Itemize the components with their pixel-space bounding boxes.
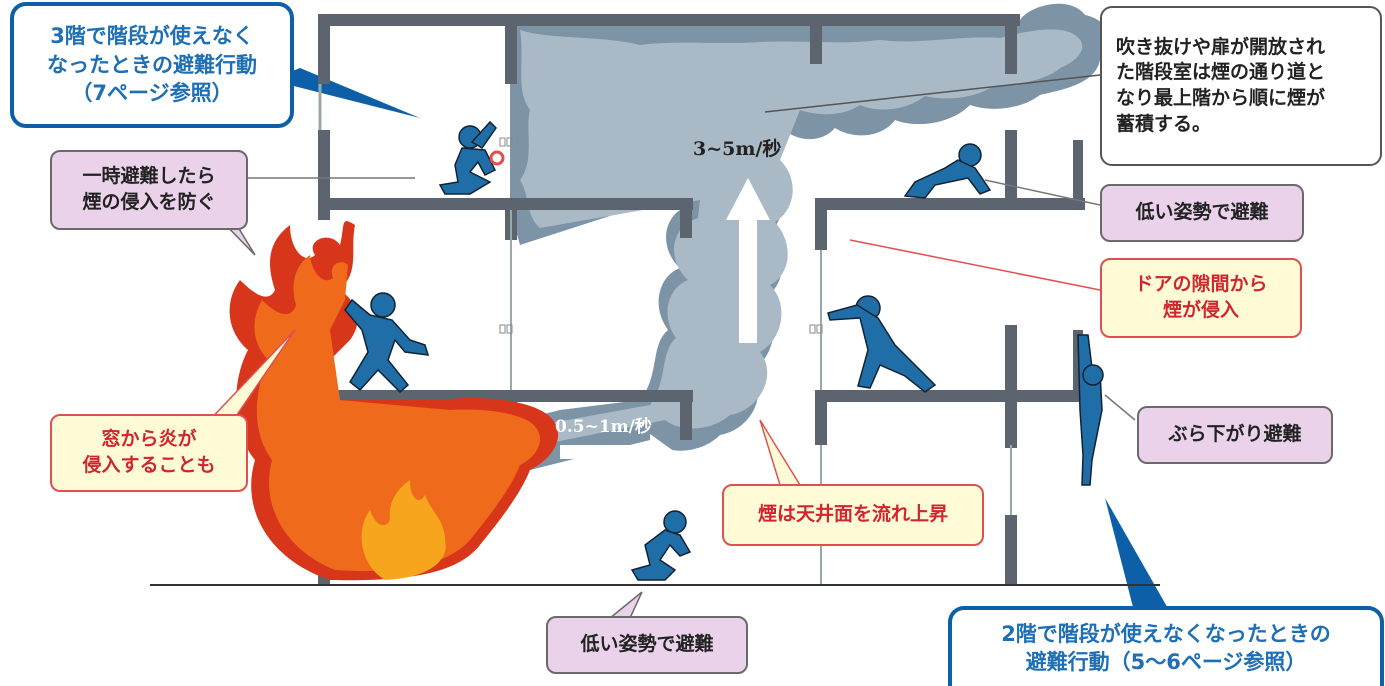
figure-crouching-ground — [630, 510, 692, 581]
callout-line: 2階で階段が使えなくなったときの — [1001, 621, 1331, 646]
open-stairwell-callout: 吹き抜けや扉が開放され た階段室は煙の通り道と なり最上階から順に煙が 蓄積する… — [1100, 6, 1382, 166]
callout-line: なったときの避難行動 — [47, 52, 257, 77]
callout-line: た階段室は煙の通り道と — [1116, 61, 1326, 84]
smoke-flow-arrow — [560, 434, 675, 470]
floor3-evacuation-callout: 3階で階段が使えなく なったときの避難行動 （7ページ参照） — [10, 2, 294, 128]
door-knob — [489, 150, 505, 166]
callout-text: ぶら下がり避難 — [1168, 423, 1302, 446]
callout-line: なり最上階から順に煙が — [1116, 87, 1326, 109]
vertical-speed-label: 3~5m/秒 — [693, 137, 781, 160]
callout-line: 蓄積する。 — [1116, 112, 1212, 135]
callout-text: 低い姿勢で避難 — [1135, 201, 1269, 224]
temporary-evacuation-callout: 一時避難したら 煙の侵入を防ぐ — [50, 150, 248, 230]
door-hinges — [499, 137, 823, 334]
callout-line: 窓から炎が — [101, 428, 197, 451]
window-fire-callout: 窓から炎が 侵入することも — [50, 414, 248, 492]
callout-line: 煙が侵入 — [1162, 299, 1239, 321]
figure-crawling-upper — [903, 143, 992, 199]
smoke-flow-arrows — [560, 178, 770, 470]
floor2-evacuation-callout: 2階で階段が使えなくなったときの 避難行動（5～6ページ参照） — [948, 606, 1384, 686]
low-posture-ground-callout: 低い姿勢で避難 — [546, 616, 748, 674]
figure-hanging — [1077, 334, 1104, 486]
callout-line: 一時避難したら — [82, 165, 216, 188]
evacuee-figures — [344, 120, 1104, 581]
callout-text: 低い姿勢で避難 — [580, 633, 714, 656]
horizontal-speed-label: 0.5~1m/秒 — [555, 416, 652, 437]
door-gap-smoke-callout: ドアの隙間から 煙が侵入 — [1100, 258, 1302, 338]
figure-fleeing-fire — [344, 292, 430, 394]
callout-text: 煙は天井面を流れ上昇 — [757, 503, 948, 526]
pointer-floor3 — [270, 68, 420, 118]
smoke-ceiling-callout: 煙は天井面を流れ上昇 — [722, 484, 984, 546]
callout-line: 侵入することも — [82, 454, 216, 476]
figure-pushing-door — [827, 295, 937, 393]
callout-line: 避難行動（5～6ページ参照） — [1025, 650, 1307, 674]
fire-flames — [229, 221, 559, 581]
figure-kneeling-door — [438, 120, 497, 195]
callout-line: （7ページ参照） — [71, 81, 233, 106]
smoke-cloud — [510, 3, 1111, 471]
callout-line: 3階で階段が使えなく — [50, 24, 254, 49]
pointer-floor2 — [1105, 498, 1170, 615]
hanging-evacuation-callout: ぶら下がり避難 — [1137, 406, 1333, 464]
smoke-rise-arrow — [726, 178, 770, 343]
callout-line: 吹き抜けや扉が開放され — [1116, 35, 1326, 58]
low-posture-upper-callout: 低い姿勢で避難 — [1100, 184, 1304, 242]
callout-line: ドアの隙間から — [1134, 273, 1268, 296]
callout-line: 煙の侵入を防ぐ — [82, 191, 216, 213]
